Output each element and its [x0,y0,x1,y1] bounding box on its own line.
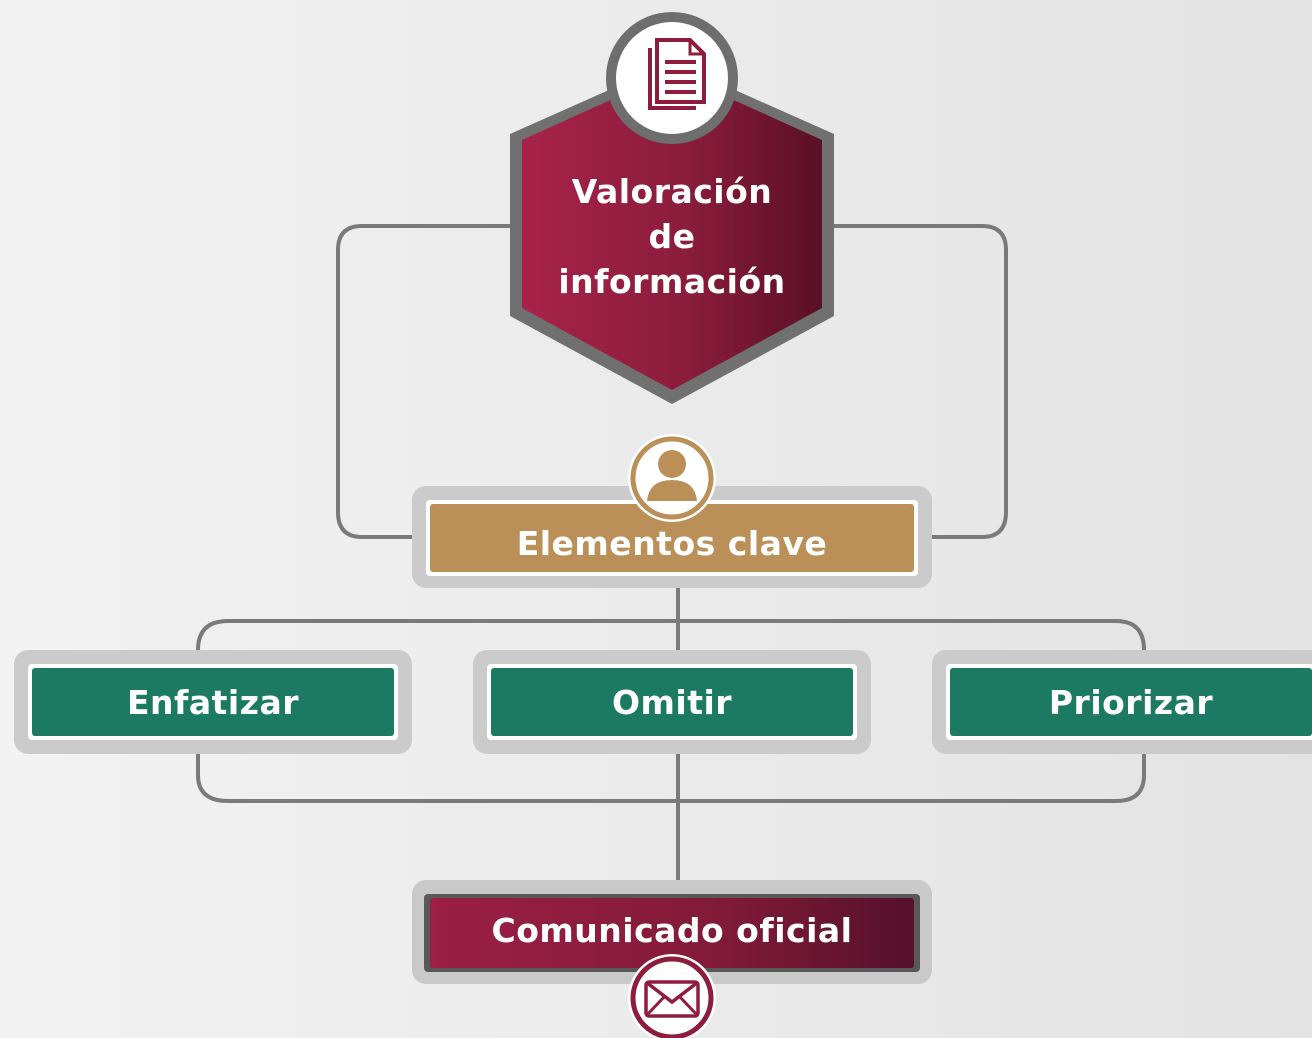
title-line-1: Valoración [571,171,773,211]
right-loop-connector [830,224,1008,539]
user-icon [628,434,716,522]
omitir-label: Omitir [611,682,733,722]
elementos-clave-box [412,486,932,588]
valoracion-title: Valoración de información [530,166,814,306]
left-loop-connector [336,224,514,539]
enfatizar-box [14,650,412,754]
title-line-3: información [558,261,786,301]
document-icon [606,12,738,144]
connector-lines [196,224,1146,890]
elementos-clave-label: Elementos clave [516,523,828,563]
comunicado-oficial-label: Comunicado oficial [491,910,853,950]
top-bracket-connector [196,619,1146,651]
envelope-icon [628,954,716,1038]
priorizar-box [932,650,1312,754]
valoracion-hexagon [510,62,834,404]
enfatizar-label: Enfatizar [127,682,299,722]
hexagon-face [522,72,822,390]
omitir-box [473,650,871,754]
bottom-bracket-connector [196,752,1146,803]
title-line-2: de [648,216,696,256]
comunicado-oficial-box [412,880,932,984]
priorizar-label: Priorizar [1048,682,1214,722]
